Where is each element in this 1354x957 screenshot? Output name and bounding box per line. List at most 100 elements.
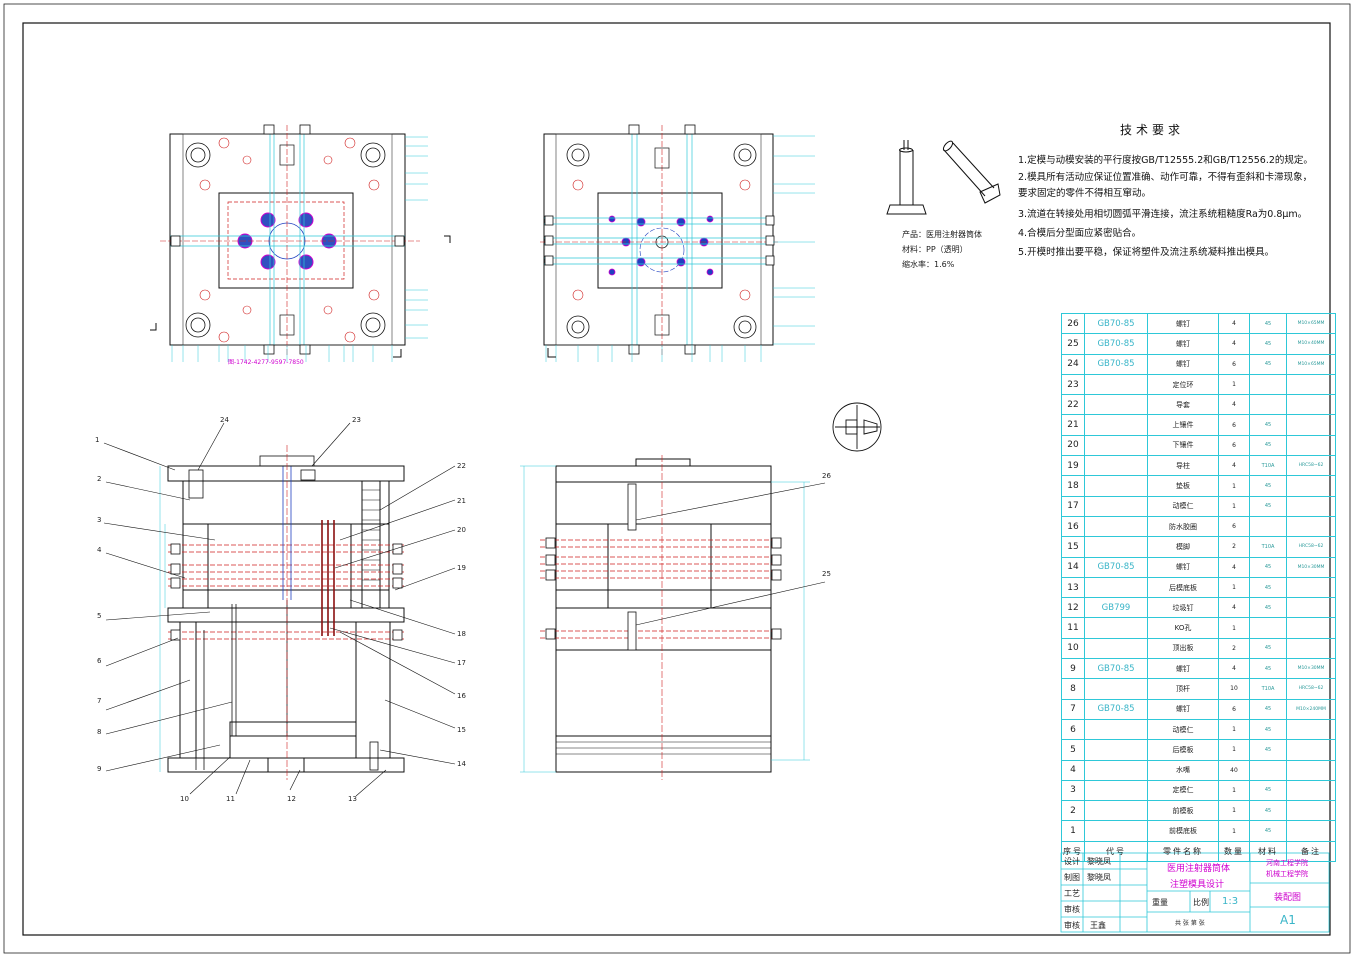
bom-cell-qty: 4 (1218, 556, 1250, 578)
bom-cell-name: 后模底板 (1147, 576, 1219, 599)
bom-cell-note (1286, 800, 1336, 822)
bom-cell-no: 4 (1061, 759, 1085, 781)
tech-requirement-item: 1.定模与动模安装的平行度按GB/T12555.2和GB/T12556.2的规定… (1018, 155, 1313, 166)
product-name: 产品：医用注射器筒体 (902, 230, 982, 239)
bom-cell-material: 45 (1249, 739, 1287, 761)
design-name: 黎晓凤 (1087, 857, 1111, 866)
part-label: 4 (97, 546, 102, 554)
bom-cell-qty: 6 (1218, 353, 1250, 375)
part-label: 26 (822, 472, 831, 480)
product-info: 产品：医用注射器筒体 材料：PP（透明） 缩水率：1.6% (902, 227, 982, 272)
bom-cell-material: 45 (1249, 779, 1287, 802)
bom-cell-material: 45 (1249, 718, 1287, 741)
bom-cell-note (1286, 637, 1336, 660)
bom-cell-qty: 1 (1218, 576, 1250, 599)
bom-cell-code (1084, 739, 1148, 761)
review-label: 审核 (1064, 905, 1080, 914)
bom-header-name: 零件名称 (1147, 840, 1219, 863)
bom-cell-material: 45 (1249, 414, 1287, 436)
bom-cell-material (1249, 617, 1287, 639)
tech-requirements-title: 技术要求 (1120, 123, 1185, 137)
bom-cell-code (1084, 475, 1148, 497)
approve-label: 审核 (1064, 921, 1080, 930)
bom-cell-material: 45 (1249, 637, 1287, 660)
bom-cell-no: 21 (1061, 414, 1085, 436)
bom-cell-qty: 10 (1218, 678, 1250, 700)
bom-cell-code: GB70-85 (1084, 698, 1148, 720)
bom-cell-qty: 2 (1218, 637, 1250, 660)
part-label: 11 (226, 795, 235, 803)
bom-cell-qty: 4 (1218, 455, 1250, 477)
part-label: 23 (352, 416, 361, 424)
bom-cell-note (1286, 515, 1336, 538)
bom-cell-no: 9 (1061, 658, 1085, 680)
bom-cell-qty: 4 (1218, 394, 1250, 416)
part-label: 24 (220, 416, 229, 424)
bom-cell-code (1084, 373, 1148, 396)
bom-cell-code (1084, 414, 1148, 436)
bom-cell-no: 13 (1061, 576, 1085, 599)
bom-cell-code (1084, 820, 1148, 842)
bom-cell-material: T10A (1249, 536, 1287, 558)
bom-cell-name: 螺钉 (1147, 353, 1219, 375)
bom-cell-code (1084, 434, 1148, 457)
bom-cell-note (1286, 434, 1336, 457)
bom-cell-material: 45 (1249, 353, 1287, 375)
bom-cell-no: 26 (1061, 312, 1085, 335)
bom-cell-material: 45 (1249, 495, 1287, 517)
part-label: 3 (97, 516, 102, 524)
bom-cell-qty: 6 (1218, 698, 1250, 720)
bom-cell-no: 14 (1061, 556, 1085, 578)
projection-symbol (832, 402, 882, 452)
bom-cell-name: 螺钉 (1147, 658, 1219, 680)
bom-cell-material: 45 (1249, 800, 1287, 822)
bom-header-qty: 数量 (1218, 840, 1250, 863)
bom-cell-note (1286, 394, 1336, 416)
bom-cell-code: GB70-85 (1084, 556, 1148, 578)
bom-cell-code (1084, 515, 1148, 538)
bom-cell-no: 18 (1061, 475, 1085, 497)
bom-cell-material: 45 (1249, 698, 1287, 720)
bom-cell-code (1084, 495, 1148, 517)
bom-cell-qty: 2 (1218, 536, 1250, 558)
tech-requirement-item: 5.开模时推出要平稳，保证将塑件及流注系统凝料推出模具。 (1018, 247, 1275, 258)
bom-cell-no: 16 (1061, 515, 1085, 538)
draw-name: 黎晓凤 (1087, 873, 1111, 882)
bom-header-row: 序号代号零件名称数量材料备注 (1061, 840, 1336, 863)
product-sketch (886, 140, 1001, 215)
bom-header-code: 代号 (1084, 840, 1148, 863)
bom-cell-name: 水嘴 (1147, 759, 1219, 781)
part-label: 18 (457, 630, 466, 638)
bom-cell-note (1286, 718, 1336, 741)
approve-name: 王鑫 (1090, 921, 1106, 930)
weight-label: 重量 (1152, 898, 1168, 907)
bom-cell-name: 顶杆 (1147, 678, 1219, 700)
bom-cell-name: 导柱 (1147, 455, 1219, 477)
bom-cell-no: 15 (1061, 536, 1085, 558)
part-label: 5 (97, 612, 102, 620)
bom-cell-qty: 1 (1218, 718, 1250, 741)
bom-cell-note: M10×65MM (1286, 312, 1336, 335)
part-label: 21 (457, 497, 466, 505)
bom-cell-name: 顶出板 (1147, 637, 1219, 660)
drawing-title-line-1: 医用注射器筒体 (1167, 864, 1231, 874)
bom-header-material: 材料 (1249, 840, 1287, 863)
